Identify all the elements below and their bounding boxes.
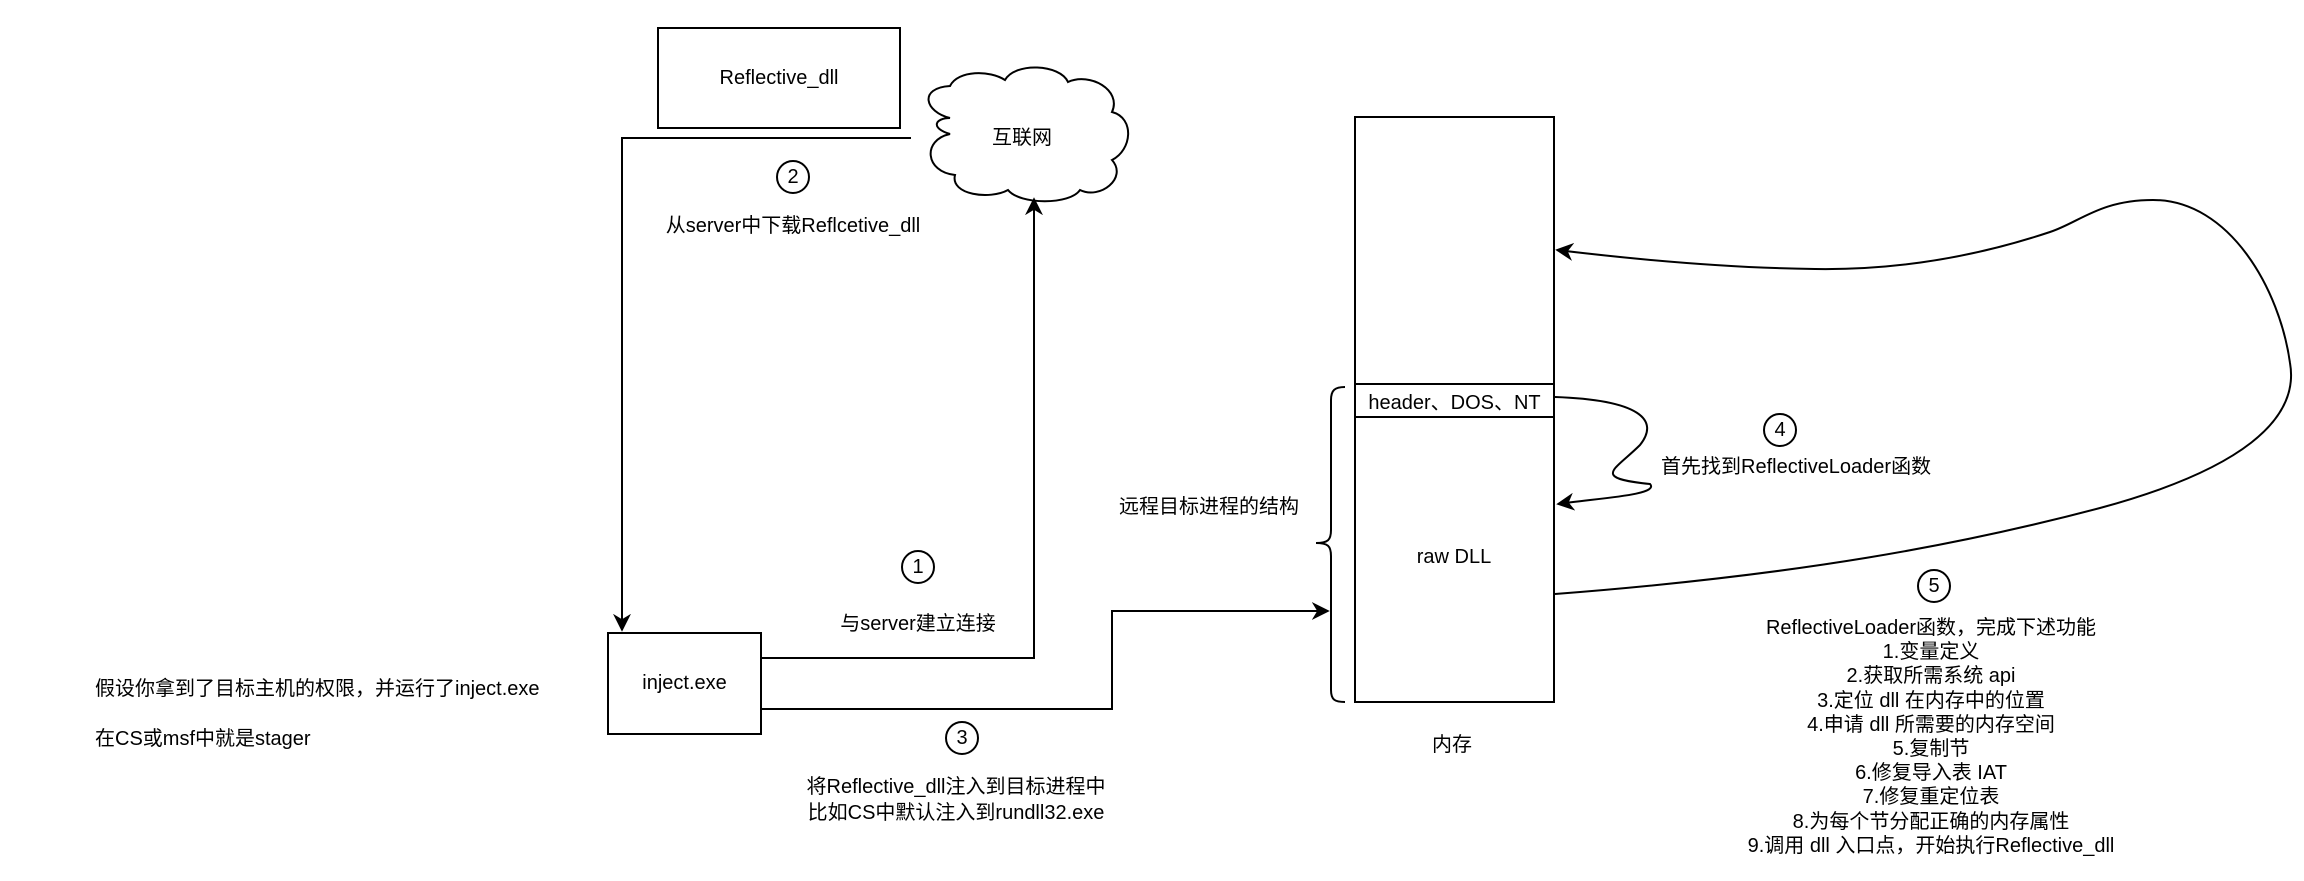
- step-5-title: ReflectiveLoader函数，完成下述功能: [1765, 617, 2097, 639]
- step-3-label-line2: 比如CS中默认注入到rundll32.exe: [807, 802, 1105, 824]
- inject-exe-box: inject.exe: [607, 632, 762, 735]
- step-3-marker: 3: [945, 721, 979, 755]
- step-1-marker: 1: [901, 550, 935, 584]
- process-brace: [1315, 386, 1346, 703]
- step-3-number: 3: [956, 726, 968, 749]
- connector-inject: [762, 602, 1330, 710]
- connector-download: [613, 137, 911, 632]
- step-4-number: 4: [1774, 418, 1786, 441]
- step-5-item: 6.修复导入表 IAT: [1855, 762, 2007, 785]
- step-2-label: 从server中下载Reflcetive_dll: [665, 215, 921, 237]
- step-5-item: 1.变量定义: [1882, 641, 1980, 664]
- step-5-item: 8.为每个节分配正确的内存属性: [1792, 810, 2070, 833]
- process-structure-label: 远程目标进程的结构: [1119, 496, 1299, 518]
- internet-cloud-shape: [927, 66, 1130, 203]
- step-5-item: 2.获取所需系统 api: [1846, 665, 2016, 688]
- assumption-note-line1: 假设你拿到了目标主机的权限，并运行了inject.exe: [95, 678, 540, 700]
- memory-raw-dll-label: raw DLL: [1416, 546, 1492, 568]
- reflective-dll-box: Reflective_dll: [657, 27, 901, 129]
- assumption-note-line2: 在CS或msf中就是stager: [95, 728, 311, 750]
- step-5-marker: 5: [1917, 569, 1951, 603]
- step-2-number: 2: [787, 165, 799, 188]
- internet-label: 互联网: [992, 127, 1052, 149]
- step-5-number: 5: [1928, 574, 1940, 597]
- step-2-marker: 2: [776, 160, 810, 194]
- reflective-dll-label: Reflective_dll: [719, 66, 839, 89]
- step-4-marker: 4: [1763, 413, 1797, 447]
- memory-header-label: header、DOS、NT: [1368, 392, 1541, 414]
- connector-connect: [762, 197, 1043, 659]
- step-1-number: 1: [912, 555, 924, 578]
- memory-caption: 内存: [1432, 734, 1472, 756]
- step-5-item: 5.复制节: [1892, 738, 1970, 761]
- memory-header-section: header、DOS、NT: [1354, 383, 1555, 418]
- step-5-item: 3.定位 dll 在内存中的位置: [1817, 689, 2045, 712]
- step-5-item: 9.调用 dll 入口点，开始执行Reflective_dll: [1747, 834, 2115, 857]
- connector-find-loader: [1554, 396, 1653, 511]
- step-5-item: 4.申请 dll 所需要的内存空间: [1807, 713, 2055, 736]
- connector-loader-loop: [1554, 198, 2293, 595]
- inject-exe-label: inject.exe: [642, 672, 727, 694]
- step-1-label: 与server建立连接: [840, 613, 996, 635]
- step-5-item: 7.修复重定位表: [1862, 786, 2000, 809]
- step-3-label-line1: 将Reflective_dll注入到目标进程中: [806, 776, 1106, 798]
- step-5-function-list: ReflectiveLoader函数，完成下述功能 1.变量定义 2.获取所需系…: [1748, 616, 2115, 858]
- step-4-label: 首先找到ReflectiveLoader函数: [1661, 456, 1932, 478]
